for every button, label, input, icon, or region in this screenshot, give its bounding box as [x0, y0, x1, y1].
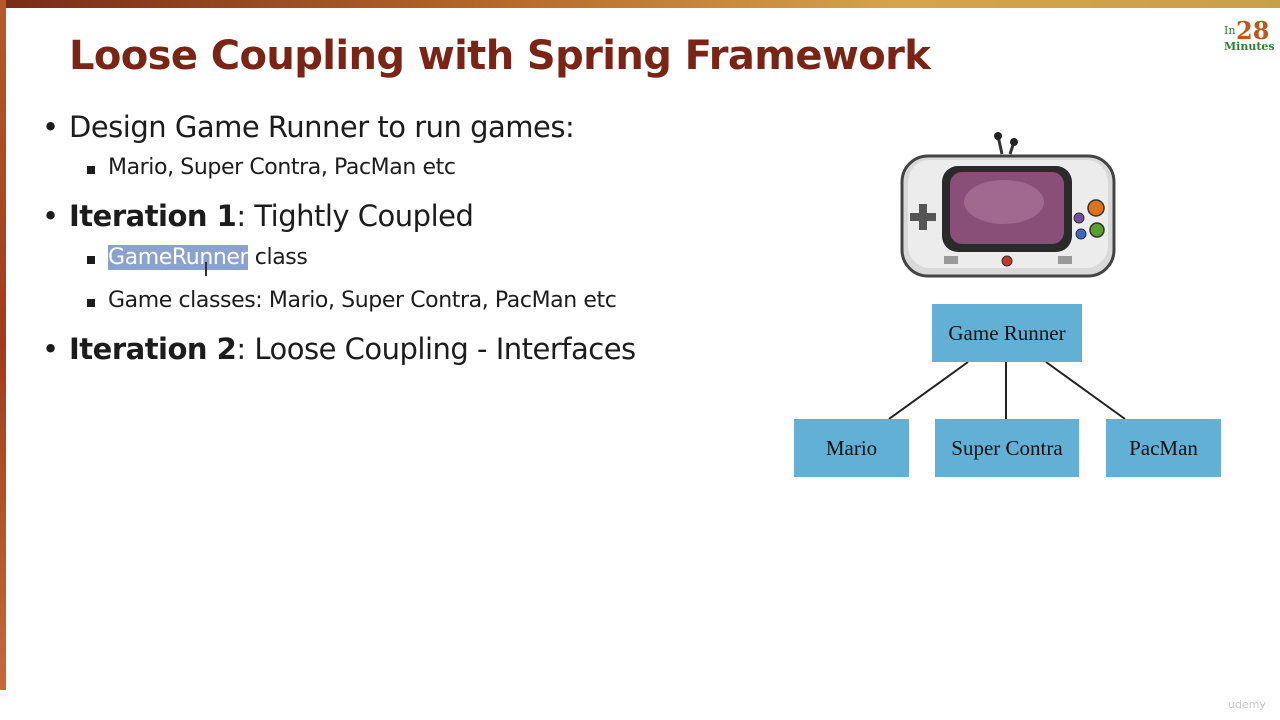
bullet-text: : Tightly Coupled	[236, 199, 474, 233]
sub-bullet-games: Mario, Super Contra, PacMan etc	[87, 155, 456, 180]
text-cursor-icon	[205, 262, 207, 276]
logo-number: 28	[1236, 16, 1270, 45]
slide-title: Loose Coupling with Spring Framework	[69, 33, 931, 79]
diagram-node-game-runner: Game Runner	[932, 304, 1082, 362]
sub-bullet-game-classes: Game classes: Mario, Super Contra, PacMa…	[87, 288, 617, 313]
bullet-design-game-runner: • Design Game Runner to run games:	[42, 110, 575, 144]
sub-bullet-text: Game classes: Mario, Super Contra, PacMa…	[108, 288, 617, 313]
logo-prefix: In	[1224, 24, 1236, 37]
top-accent-rule	[0, 0, 1280, 8]
selected-text[interactable]: GameRunner	[108, 245, 249, 270]
bullet-bold-label: Iteration 2	[69, 332, 237, 366]
left-accent-rule	[0, 0, 6, 690]
diagram-node-mario: Mario	[794, 419, 909, 477]
console-speaker-grill	[944, 256, 958, 264]
bullet-iteration-1: • Iteration 1: Tightly Coupled	[42, 199, 474, 233]
bullet-iteration-2: • Iteration 2: Loose Coupling - Interfac…	[42, 332, 636, 366]
sub-bullet-marker	[87, 299, 95, 307]
console-speaker-grill	[1058, 256, 1072, 264]
console-button-blue	[1075, 228, 1087, 240]
console-antenna-tip	[994, 132, 1002, 140]
sub-bullet-marker	[87, 256, 95, 264]
bullet-dot: •	[42, 199, 59, 233]
console-antenna-tip	[1010, 138, 1018, 146]
dpad-vertical	[919, 204, 927, 230]
diagram-node-super-contra: Super Contra	[935, 419, 1079, 477]
console-button-purple	[1073, 212, 1085, 224]
bullet-bold-label: Iteration 1	[69, 199, 237, 233]
connector-pacman	[1045, 361, 1126, 420]
diagram-node-pacman: PacMan	[1106, 419, 1221, 477]
logo-suffix: Minutes	[1224, 40, 1275, 53]
console-button-orange	[1087, 199, 1105, 217]
sub-bullet-marker	[87, 166, 95, 174]
sub-bullet-gamerunner-class: GameRunner class	[87, 245, 308, 270]
connector-mario	[888, 361, 969, 420]
bullet-text: Design Game Runner to run games:	[69, 110, 575, 144]
bullet-dot: •	[42, 110, 59, 144]
console-power-button	[1001, 255, 1013, 267]
bullet-dot: •	[42, 332, 59, 366]
sub-bullet-text: class	[248, 245, 308, 270]
console-button-green	[1089, 222, 1105, 238]
game-console-icon	[900, 132, 1116, 278]
in28minutes-logo: In 28 Minutes	[1222, 16, 1275, 54]
udemy-watermark: udemy	[1228, 698, 1266, 711]
sub-bullet-text: Mario, Super Contra, PacMan etc	[108, 155, 456, 180]
bullet-text: : Loose Coupling - Interfaces	[236, 332, 636, 366]
console-screen-glow	[964, 180, 1044, 224]
